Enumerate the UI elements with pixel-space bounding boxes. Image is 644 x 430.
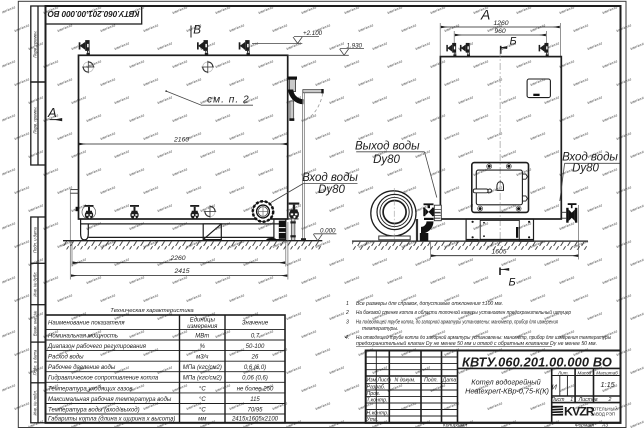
svg-text:м3/ч: м3/ч — [196, 355, 208, 361]
svg-text:Инв. № дубл.: Инв. № дубл. — [33, 271, 38, 296]
svg-text:2: 2 — [345, 310, 349, 316]
svg-text:0,6 (6,0): 0,6 (6,0) — [244, 365, 266, 371]
svg-text:Масса: Масса — [578, 370, 592, 375]
svg-text:На подводящей трубе котла, д: На подводящей трубе котла, до запорной а… — [356, 318, 558, 325]
svg-text:Dy80: Dy80 — [373, 154, 400, 166]
svg-text:Н.контр.: Н.контр. — [367, 411, 389, 417]
svg-text:1: 1 — [346, 301, 349, 307]
svg-text:В: В — [193, 24, 201, 37]
svg-text:Dy80: Dy80 — [572, 163, 599, 175]
svg-text:МПа (кгс/см2): МПа (кгс/см2) — [183, 376, 222, 382]
svg-text:Расход воды: Расход воды — [48, 355, 84, 361]
svg-text:Б: Б — [510, 36, 517, 48]
svg-text:Утв.: Утв. — [367, 417, 379, 423]
svg-text:см. п. 2: см. п. 2 — [207, 95, 250, 106]
svg-text:2415: 2415 — [173, 268, 189, 275]
svg-text:960: 960 — [494, 28, 506, 35]
svg-text:А: А — [47, 105, 57, 120]
svg-text:А3: А3 — [601, 423, 608, 429]
svg-text:2260: 2260 — [169, 255, 185, 262]
svg-text:МПа (кгс/см2): МПа (кгс/см2) — [183, 365, 222, 371]
svg-text:Значение: Значение — [242, 321, 269, 327]
svg-text:температуры.: температуры. — [362, 326, 399, 332]
svg-text:Перв. примен.: Перв. примен. — [33, 30, 38, 57]
svg-text:N докум.: N докум. — [395, 378, 416, 384]
svg-text:Рабочее давление воды: Рабочее давление воды — [48, 365, 116, 371]
svg-text:1605: 1605 — [491, 248, 506, 255]
svg-text:3: 3 — [346, 319, 349, 325]
svg-text:0,06 (0,6): 0,06 (0,6) — [242, 376, 268, 382]
svg-text:Лист: Лист — [550, 397, 565, 403]
svg-text:Подп.: Подп. — [424, 378, 438, 384]
svg-text:Вход воды: Вход воды — [302, 172, 358, 184]
svg-text:Единицы: Единицы — [190, 318, 216, 324]
svg-text:+2.100: +2.100 — [303, 30, 323, 37]
svg-text:Выход воды: Выход воды — [355, 141, 420, 153]
svg-text:°С: °С — [199, 407, 206, 413]
svg-text:50-100: 50-100 — [246, 344, 265, 350]
svg-text:Наименование показателя: Наименование показателя — [48, 321, 125, 327]
svg-text:0.000: 0.000 — [320, 228, 336, 235]
svg-text:На отводящей трубе котла до за: На отводящей трубе котла до запорной арм… — [356, 334, 611, 341]
svg-text:Инв. № подл.: Инв. № подл. — [33, 390, 38, 415]
svg-text:Dy80: Dy80 — [318, 184, 345, 196]
svg-text:70/95: 70/95 — [247, 407, 263, 413]
svg-text:26: 26 — [251, 355, 259, 361]
svg-text:115: 115 — [250, 397, 260, 403]
svg-text:2: 2 — [607, 397, 611, 403]
svg-text:ЗАВОД РЭП: ЗАВОД РЭП — [591, 411, 616, 416]
svg-text:Техническая характеристика: Техническая характеристика — [110, 308, 194, 314]
svg-text:%: % — [200, 344, 206, 350]
svg-text:1260: 1260 — [493, 20, 508, 27]
svg-text:1: 1 — [570, 397, 573, 403]
svg-text:Т.контр.: Т.контр. — [367, 398, 388, 404]
svg-text:КОТЕЛЬНЫЙ: КОТЕЛЬНЫЙ — [591, 406, 618, 411]
svg-text:КВТУ.060.201.00.000 ВО: КВТУ.060.201.00.000 ВО — [47, 9, 139, 18]
svg-text:Гидравлическое сопротивление к: Гидравлическое сопротивление котла — [48, 376, 159, 382]
svg-text:Формат: Формат — [575, 423, 594, 429]
svg-text:Диапазон рабочего регулировани: Диапазон рабочего регулирования — [47, 344, 147, 350]
svg-text:Пров.: Пров. — [367, 391, 381, 397]
svg-text:предохранительный клапан Dу не: предохранительный клапан Dу не менее 50 … — [356, 340, 597, 347]
svg-text:Максимальная рабочая температу: Максимальная рабочая температура воды — [48, 397, 172, 403]
svg-text:Изм Лист: Изм Лист — [367, 378, 392, 384]
svg-text:Котел водогрейный: Котел водогрейный — [471, 378, 540, 387]
svg-text:Номинальная мощность: Номинальная мощность — [48, 333, 118, 339]
svg-text:Разраб.: Разраб. — [367, 385, 386, 391]
svg-text:Копировал: Копировал — [443, 423, 468, 429]
svg-text:Б: Б — [509, 277, 516, 289]
svg-text:А: А — [480, 7, 490, 23]
svg-text:Масштаб: Масштаб — [596, 370, 618, 375]
svg-text:2415х1605х2100: 2415х1605х2100 — [231, 416, 279, 422]
svg-text:°С: °С — [199, 386, 206, 392]
svg-text:Лит.: Лит. — [557, 370, 569, 375]
svg-text:Heatexpert-КВр-0,75-К(К): Heatexpert-КВр-0,75-К(К) — [465, 386, 549, 395]
svg-text:4.: 4. — [345, 335, 349, 341]
svg-text:°С: °С — [199, 397, 206, 403]
svg-text:КВТУ.060.201.00.000 ВО: КВТУ.060.201.00.000 ВО — [462, 355, 612, 370]
svg-text:Перв. примен.: Перв. примен. — [33, 106, 38, 133]
svg-text:KVZR: KVZR — [564, 405, 595, 419]
svg-text:Габариты котла (длина х ширина: Габариты котла (длина х ширина х высота) — [48, 416, 175, 422]
svg-text:Дата: Дата — [442, 378, 457, 384]
svg-text:И: И — [552, 382, 558, 391]
svg-text:Температура воды (вход/выход): Температура воды (вход/выход) — [48, 407, 140, 413]
svg-text:измерения: измерения — [187, 324, 218, 330]
svg-text:мм: мм — [198, 416, 206, 422]
svg-text:Вход воды: Вход воды — [562, 151, 618, 163]
svg-text:Подп. и дата: Подп. и дата — [33, 349, 38, 375]
svg-text:0,7: 0,7 — [251, 333, 260, 339]
svg-text:Взам. инв. №: Взам. инв. № — [33, 310, 38, 336]
svg-text:Подп. и дата: Подп. и дата — [33, 226, 38, 252]
svg-text:2160: 2160 — [173, 137, 189, 144]
svg-text:Листов: Листов — [578, 397, 598, 403]
svg-text:Все размеры для справок, допус: Все размеры для справок, допустимые откл… — [356, 301, 503, 307]
svg-text:1:15: 1:15 — [600, 380, 615, 389]
svg-text:Температура уходящих газов: Температура уходящих газов — [48, 386, 133, 392]
svg-text:не более 250: не более 250 — [237, 386, 274, 392]
svg-text:1.930: 1.930 — [347, 42, 363, 49]
svg-text:На боковой стенке котла в обла: На боковой стенке котла в области топочн… — [356, 309, 571, 316]
svg-text:МВт: МВт — [195, 333, 209, 339]
